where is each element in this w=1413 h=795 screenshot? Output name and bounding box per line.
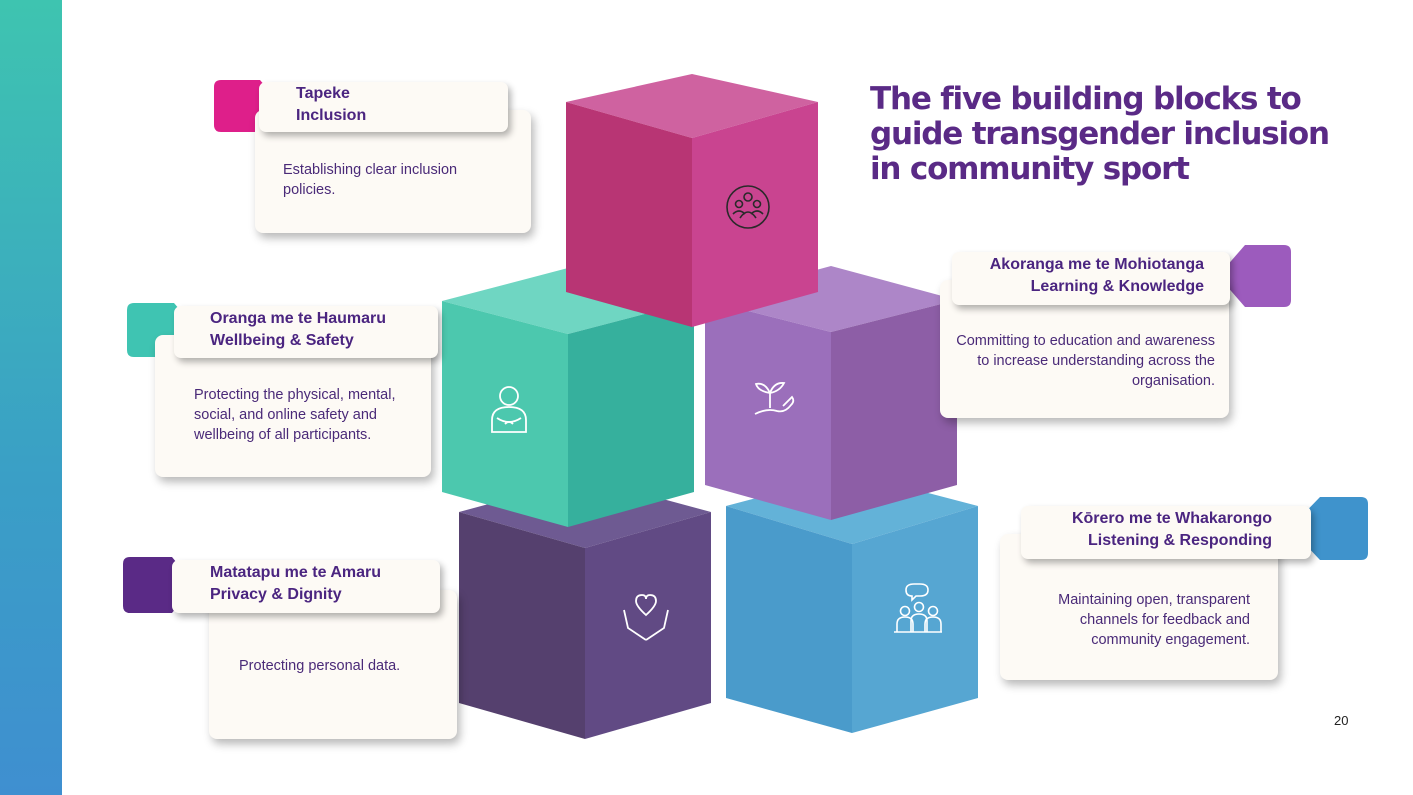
cube-listening bbox=[726, 473, 978, 733]
description-learning: Committing to education and awareness to… bbox=[956, 333, 1215, 389]
tag-learning bbox=[1218, 245, 1291, 307]
label-privacy-english: Privacy & Dignity bbox=[210, 586, 342, 603]
description-card-privacy: Protecting personal data. bbox=[209, 590, 457, 739]
description-inclusion: Establishing clear inclusion policies. bbox=[283, 162, 458, 198]
label-learning-maori: Akoranga me te Mohiotanga bbox=[989, 256, 1204, 273]
hand-sprout-icon bbox=[754, 382, 795, 415]
label-inclusion-english: Inclusion bbox=[296, 107, 367, 124]
gradient-sidebar bbox=[0, 0, 62, 795]
community-circle-icon bbox=[726, 185, 770, 229]
description-wellbeing: Protecting the physical, mental, social,… bbox=[194, 387, 396, 443]
description-card-wellbeing: Protecting the physical, mental, social,… bbox=[155, 335, 431, 477]
label-listening-maori: Kōrero me te Whakarongo bbox=[1071, 510, 1272, 527]
person-hug-icon bbox=[491, 386, 527, 433]
hands-heart-icon bbox=[623, 594, 669, 641]
group-talk-icon bbox=[894, 583, 942, 633]
label-wellbeing-maori: Oranga me te Haumaru bbox=[210, 310, 387, 327]
label-privacy-maori: Matatapu me te Amaru bbox=[210, 564, 381, 581]
label-wellbeing-english: Wellbeing & Safety bbox=[210, 332, 354, 349]
label-inclusion: Tapeke Inclusion bbox=[259, 82, 508, 132]
label-listening-english: Listening & Responding bbox=[1088, 532, 1272, 549]
page-title: The five building blocks to guide transg… bbox=[870, 81, 1330, 187]
label-wellbeing: Oranga me te Haumaru Wellbeing & Safety bbox=[174, 306, 438, 358]
label-learning-english: Learning & Knowledge bbox=[1030, 278, 1204, 295]
page-number: 20 bbox=[1334, 713, 1349, 728]
label-inclusion-maori: Tapeke bbox=[296, 85, 350, 102]
description-listening: Maintaining open, transparent channels f… bbox=[1058, 592, 1250, 648]
description-privacy: Protecting personal data. bbox=[239, 658, 401, 674]
cube-inclusion bbox=[566, 74, 818, 327]
label-privacy: Matatapu me te Amaru Privacy & Dignity bbox=[172, 560, 440, 613]
label-listening: Kōrero me te Whakarongo Listening & Resp… bbox=[1021, 506, 1311, 559]
label-learning: Akoranga me te Mohiotanga Learning & Kno… bbox=[952, 252, 1230, 305]
